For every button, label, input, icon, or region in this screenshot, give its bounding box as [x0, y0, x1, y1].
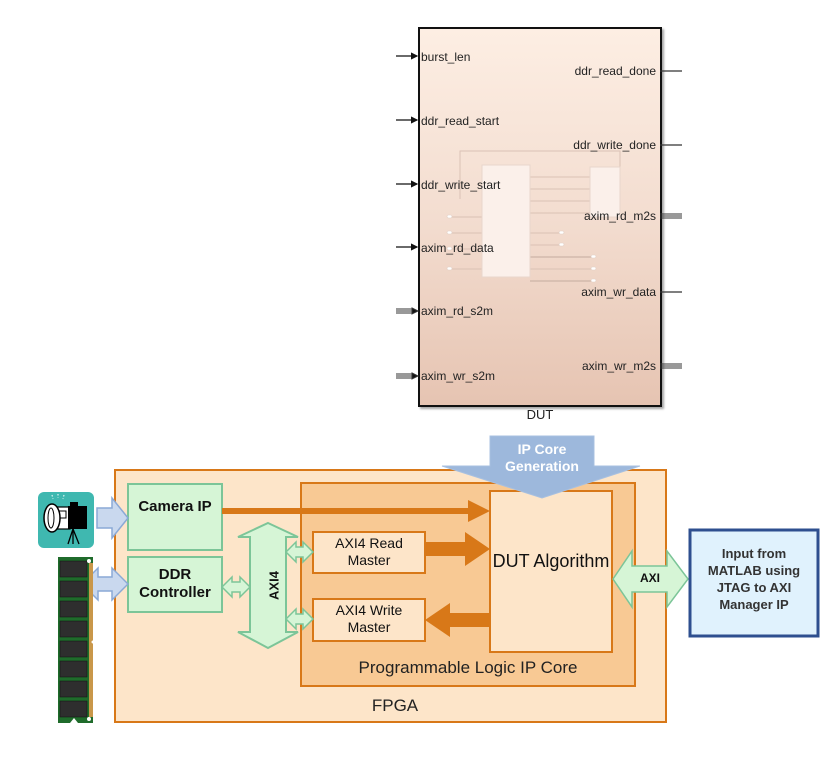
dut-subsystem-block[interactable] [418, 27, 662, 407]
input-port-ddr_read_start[interactable]: ddr_read_start [421, 114, 500, 128]
output-port-axim_wr_m2s[interactable]: axim_wr_m2s [581, 359, 656, 373]
matlab-input-box [688, 528, 820, 638]
dut-algorithm-label: DUT Algorithm [492, 551, 610, 571]
matlab-input-label: Input from MATLAB using JTAG to AXI Mana… [707, 546, 801, 612]
dut-port-lines [396, 52, 682, 380]
input-port-axim_rd_data[interactable]: axim_rd_data [421, 241, 494, 255]
ip-core-generation-arrow [441, 435, 641, 499]
axi4-to-read-master-arrow [284, 540, 315, 564]
ddr-controller-box [127, 556, 223, 613]
subsystem-preview [446, 150, 621, 283]
ddr-controller-label: DDR Controller [139, 566, 211, 601]
output-port-axim_wr_data[interactable]: axim_wr_data [581, 285, 656, 299]
input-port-axim_rd_s2m[interactable]: axim_rd_s2m [421, 304, 494, 318]
port-line-axim_rd_m2s [660, 213, 682, 219]
camera-to-camera-ip-arrow [96, 495, 129, 541]
axi4-write-master-label: AXI4 Write Master [335, 602, 403, 635]
axi4-bus-arrow [237, 521, 299, 650]
input-port-burst_len[interactable]: burst_len [421, 50, 471, 64]
axi4-to-write-master-arrow [284, 607, 315, 631]
output-port-axim_rd_m2s[interactable]: axim_rd_m2s [583, 209, 656, 223]
ddr-memory-icon [58, 557, 95, 723]
input-port-axim_wr_s2m[interactable]: axim_wr_s2m [421, 369, 496, 383]
input-port-ddr_write_start[interactable]: ddr_write_start [421, 178, 501, 192]
dut-block-caption[interactable]: DUT [526, 407, 554, 422]
output-port-ddr_write_done[interactable]: ddr_write_done [573, 138, 656, 152]
axi4-read-master-label: AXI4 Read Master [335, 535, 403, 568]
axi4-write-master-box [312, 598, 426, 642]
axi4-bus-label: AXI4 [267, 571, 282, 601]
output-port-ddr_read_done[interactable]: ddr_read_done [574, 64, 656, 78]
port-line-axim_wr_m2s [660, 363, 682, 369]
camera-icon [38, 492, 94, 548]
dut-to-write-master-arrow [425, 603, 490, 637]
axi-label: AXI [639, 571, 660, 585]
ddr-memory-to-controller-arrow [80, 566, 130, 602]
read-master-to-dut-arrow [425, 532, 490, 566]
camera-to-dut-arrow [222, 500, 490, 522]
camera-ip-label: Camera IP [138, 498, 212, 515]
ddr-to-axi4-arrow [220, 575, 252, 599]
ip-core-generation-label: IP Core Generation [505, 441, 579, 474]
port-line-axim_rd_s2m [396, 307, 420, 315]
camera-ip-box [127, 483, 223, 551]
fpga-label: FPGA [371, 696, 419, 715]
axi-double-arrow [612, 548, 689, 610]
port-line-axim_wr_s2m [396, 372, 420, 380]
ip-core-label: Programmable Logic IP Core [358, 658, 578, 677]
